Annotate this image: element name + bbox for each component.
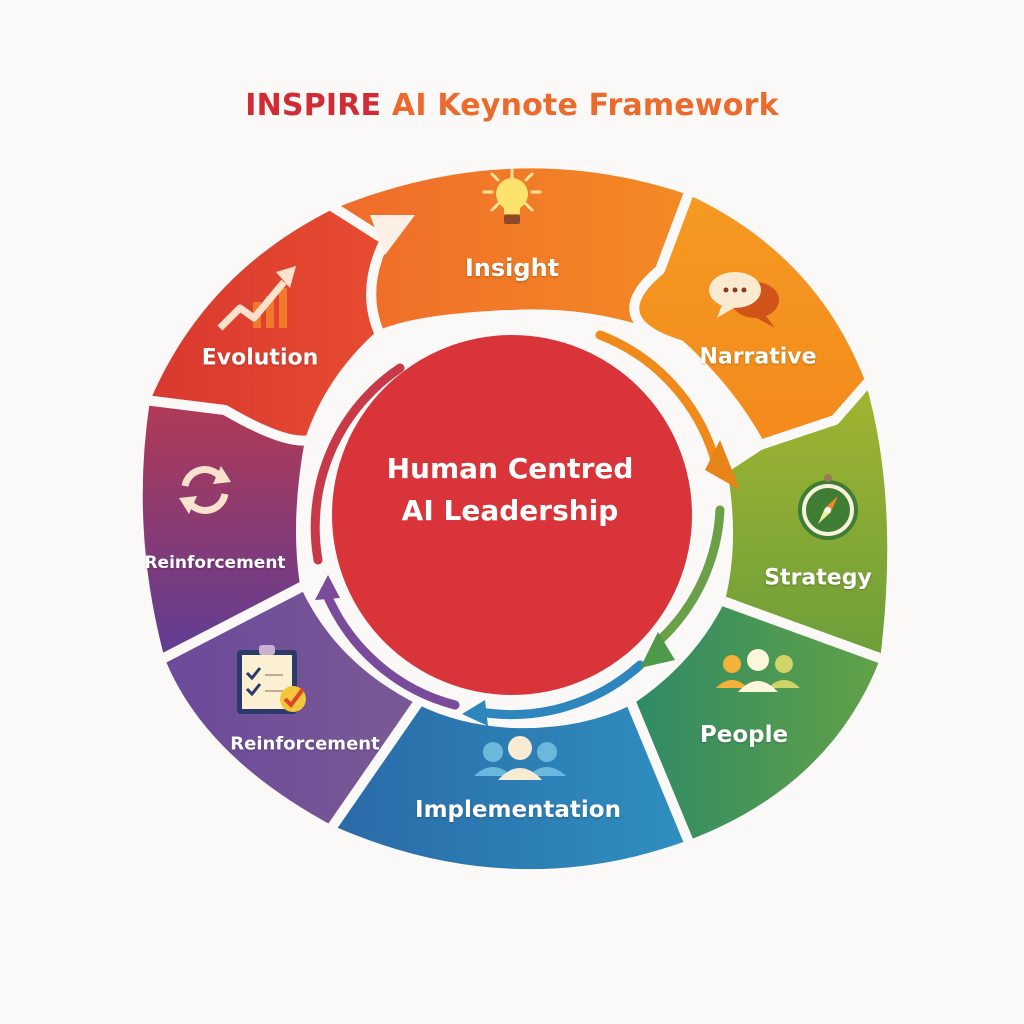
page-title: INSPIRE AI Keynote Framework (0, 88, 1024, 123)
team-icon (474, 736, 566, 780)
segment-implementation (325, 695, 695, 880)
center-line-2: AI Leadership (401, 494, 619, 527)
label-evolution: Evolution (201, 345, 319, 371)
segment-people (625, 595, 890, 850)
title-subtitle: AI Keynote Framework (391, 88, 779, 123)
compass-icon (798, 474, 858, 540)
lightbulb-icon (482, 168, 542, 224)
label-implementation: Implementation (415, 797, 621, 823)
people-group-icon (716, 649, 800, 692)
checklist-icon (237, 645, 306, 714)
label-narrative: Narrative (699, 344, 817, 370)
center-label: Human Centred AI Leadership (387, 448, 634, 532)
growth-chart-icon (217, 266, 296, 331)
refresh-cycle-icon (179, 466, 231, 514)
label-insight: Insight (464, 254, 560, 282)
center-circle (332, 335, 692, 695)
label-people: People (699, 722, 789, 748)
speech-bubbles-icon (709, 272, 779, 328)
label-strategy: Strategy (764, 565, 872, 591)
flow-arrow (370, 215, 415, 255)
title-inspire: INSPIRE (245, 88, 382, 123)
label-reinforcement-checklist: Reinforcement (230, 733, 380, 755)
label-reinforcement-cycle: Reinforcement (144, 553, 286, 573)
segment-evolution (140, 200, 390, 446)
center-line-1: Human Centred (386, 452, 634, 485)
